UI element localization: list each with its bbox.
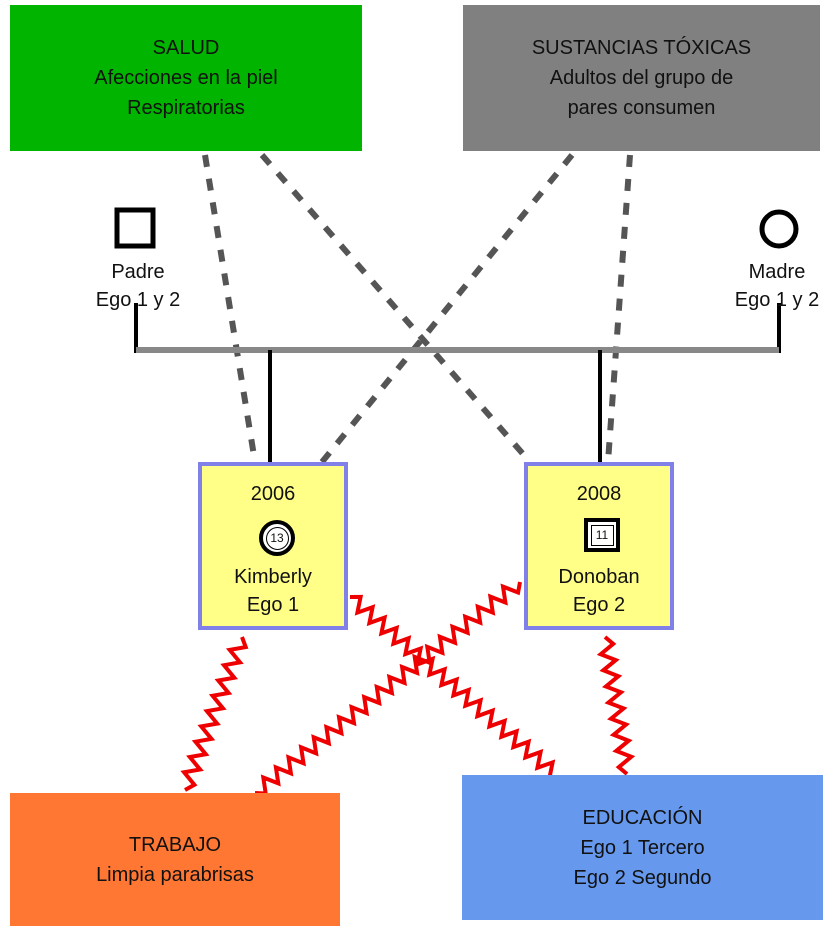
donoban-age: 11	[595, 528, 609, 542]
educacion-line-3: Ego 2 Segundo	[573, 866, 712, 889]
sustancias-line-2: Adultos del grupo de	[549, 67, 734, 89]
female-circle-icon: 13	[259, 520, 295, 556]
sustancias-box: SUSTANCIAS TÓXICAS Adultos del grupo de …	[463, 5, 820, 151]
educacion-line-2: Ego 1 Tercero	[580, 836, 705, 859]
child-kimberly: 2006 13 Kimberly Ego 1	[198, 462, 348, 630]
dotted-link-salud-kimberly	[202, 154, 258, 463]
father-role: Ego 1 y 2	[95, 289, 181, 311]
male-square-icon: 11	[584, 518, 620, 552]
child-donoban: 2008 11 Donoban Ego 2	[524, 462, 674, 630]
educacion-title: EDUCACIÓN	[582, 806, 703, 829]
donoban-year: 2008	[576, 483, 622, 505]
salud-title: SALUD	[152, 37, 220, 59]
mother-label: Madre Ego 1 y 2	[714, 258, 834, 314]
mother-circle-icon	[759, 209, 799, 249]
salud-line-3: Respiratorias	[127, 97, 245, 119]
mother-name: Madre	[748, 261, 806, 283]
kimberly-year: 2006	[250, 483, 296, 505]
kimberly-role: Ego 1	[246, 594, 300, 616]
dotted-link-salud-donoban	[259, 153, 533, 464]
mother-role: Ego 1 y 2	[734, 289, 820, 311]
trabajo-title: TRABAJO	[128, 833, 222, 856]
donoban-role: Ego 2	[572, 594, 626, 616]
educacion-box: EDUCACIÓN Ego 1 Tercero Ego 2 Segundo	[462, 775, 823, 920]
father-name: Padre	[111, 261, 165, 283]
dotted-link-sustancias-donoban	[605, 154, 633, 463]
kimberly-age: 13	[270, 531, 284, 545]
conflict-kimberly-trabajo	[180, 636, 249, 792]
dotted-link-sustancias-kimberly	[319, 153, 575, 464]
trabajo-box: TRABAJO Limpia parabrisas	[10, 793, 340, 926]
salud-box: SALUD Afecciones en la piel Respiratoria…	[10, 5, 362, 151]
donoban-name: Donoban	[558, 566, 640, 588]
sustancias-line-3: pares consumen	[567, 97, 716, 119]
conflict-donoban-educacion	[596, 635, 636, 776]
kimberly-name: Kimberly	[234, 566, 312, 588]
conflict-kimberly-educacion	[349, 594, 561, 781]
sustancias-title: SUSTANCIAS TÓXICAS	[531, 37, 752, 59]
father-square-icon	[114, 207, 156, 249]
trabajo-line-2: Limpia parabrisas	[96, 863, 254, 886]
conflict-donoban-trabajo	[254, 581, 522, 796]
father-label: Padre Ego 1 y 2	[78, 258, 198, 314]
salud-line-2: Afecciones en la piel	[94, 67, 278, 89]
